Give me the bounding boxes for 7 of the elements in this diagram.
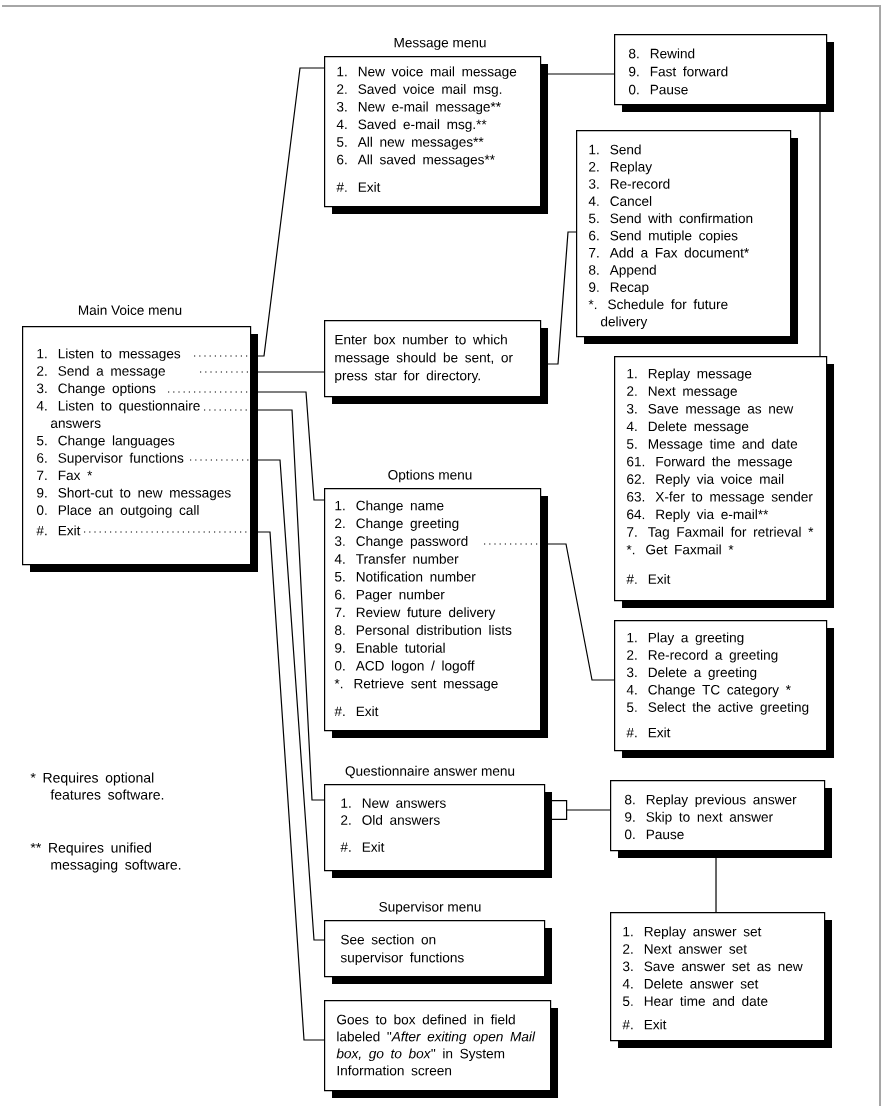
connector-line — [83, 531, 325, 1041]
connector-line — [193, 67, 325, 357]
connector-line — [203, 409, 325, 801]
connector-line — [167, 391, 325, 501]
connector-line — [189, 459, 325, 941]
connector-line — [483, 543, 615, 681]
connector-line — [199, 371, 325, 373]
